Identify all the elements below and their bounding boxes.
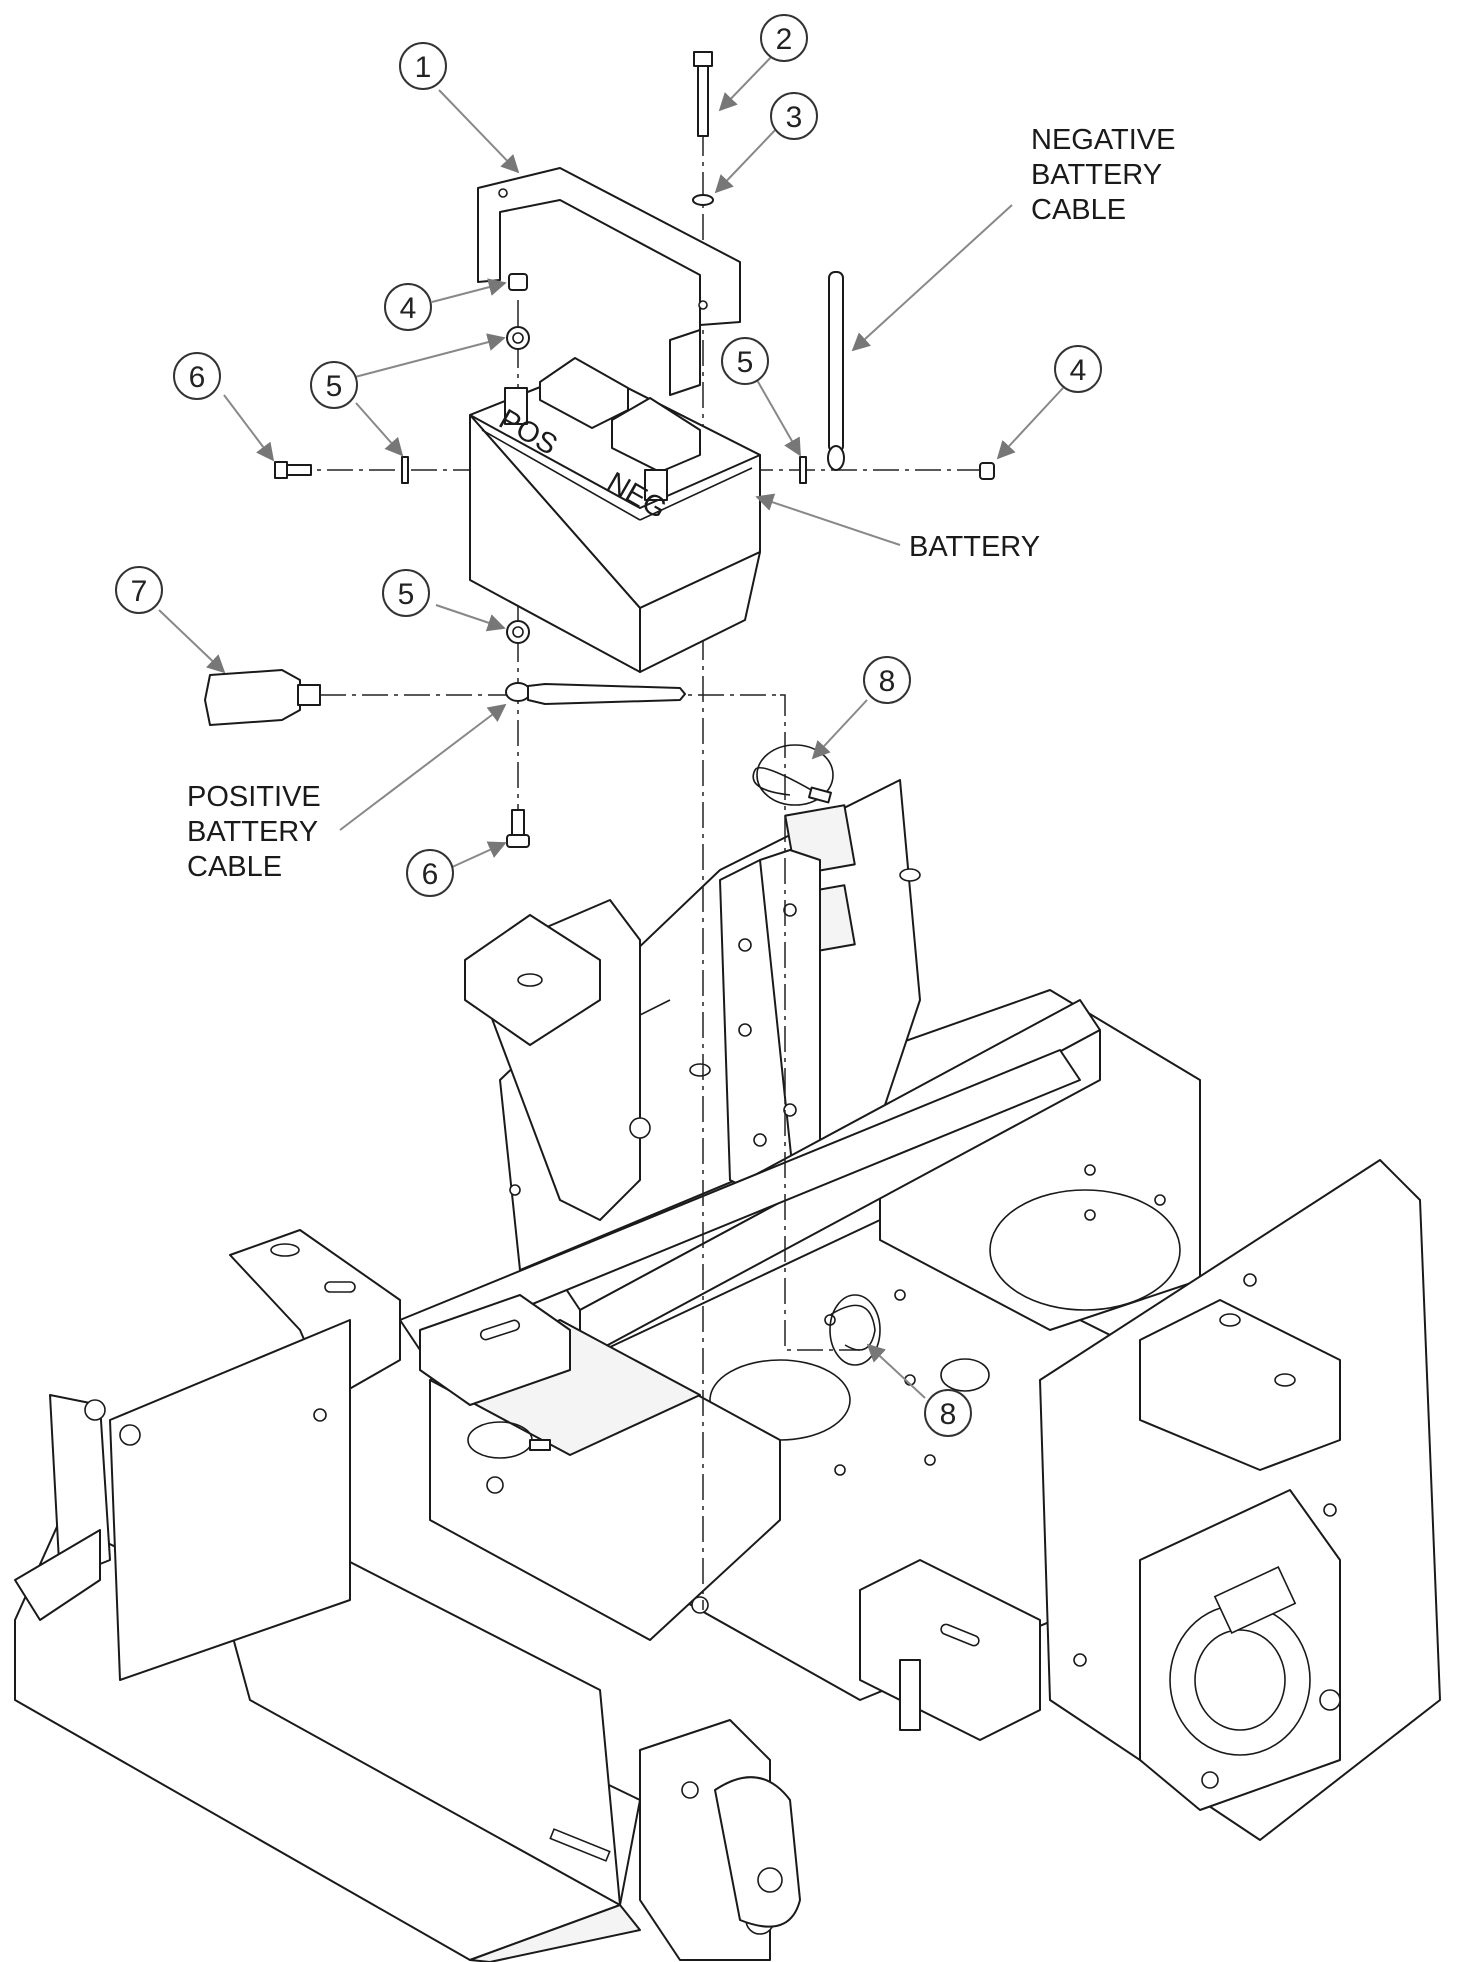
- callout-4-left: 4: [384, 283, 432, 331]
- hold-down-bolt: [693, 51, 713, 137]
- battery-hold-down-bracket: [477, 167, 741, 396]
- svg-text:6: 6: [422, 858, 439, 891]
- callout-2: 2: [760, 14, 808, 62]
- svg-text:8: 8: [879, 665, 896, 698]
- nut-right: [979, 462, 995, 480]
- positive-cable-label: POSITIVE BATTERY CABLE: [187, 781, 321, 883]
- callout-8-lower: 8: [924, 1389, 972, 1437]
- lock-washer-lower: [506, 620, 530, 644]
- callout-7: 7: [115, 566, 163, 614]
- svg-text:CABLE: CABLE: [1031, 194, 1126, 226]
- svg-text:5: 5: [737, 346, 754, 379]
- nut-upper-left: [508, 273, 528, 291]
- svg-text:NEGATIVE: NEGATIVE: [1031, 124, 1176, 156]
- svg-text:BATTERY: BATTERY: [187, 816, 318, 848]
- svg-text:POSITIVE: POSITIVE: [187, 781, 321, 813]
- callout-5-lower: 5: [382, 569, 430, 617]
- chassis-frame: [14, 779, 1441, 1962]
- svg-text:1: 1: [415, 51, 432, 84]
- cable-tie-upper: [752, 744, 834, 806]
- callout-5-right: 5: [721, 337, 769, 385]
- svg-text:2: 2: [776, 23, 793, 56]
- cable-tie-lower: [829, 1294, 881, 1366]
- svg-text:8: 8: [940, 1398, 957, 1431]
- battery-label: BATTERY: [909, 531, 1040, 563]
- screw-lower: [506, 809, 530, 848]
- svg-text:7: 7: [131, 575, 148, 608]
- cable-tie-tray: [467, 1421, 551, 1459]
- callout-6-lower: 6: [406, 849, 454, 897]
- callout-3: 3: [770, 92, 818, 140]
- svg-text:4: 4: [1070, 354, 1087, 387]
- battery: POS NEG: [469, 357, 761, 673]
- svg-text:6: 6: [189, 361, 206, 394]
- positive-battery-cable: [505, 682, 686, 705]
- terminal-boot: [204, 669, 321, 726]
- callout-8-upper: 8: [863, 656, 911, 704]
- callout-1: 1: [399, 42, 447, 90]
- negative-battery-cable: [827, 271, 845, 471]
- leader-lines: [158, 51, 1064, 1399]
- callout-6-left: 6: [173, 352, 221, 400]
- negative-cable-label: NEGATIVE BATTERY CABLE: [1031, 124, 1176, 226]
- callout-4-right: 4: [1054, 345, 1102, 393]
- svg-text:5: 5: [326, 370, 343, 403]
- lock-washer-left: [401, 456, 409, 484]
- lock-washer-upper: [506, 326, 530, 350]
- washer: [692, 194, 714, 206]
- svg-text:5: 5: [398, 578, 415, 611]
- svg-text:BATTERY: BATTERY: [1031, 159, 1162, 191]
- screw-left: [274, 461, 312, 479]
- callout-5-left: 5: [310, 361, 358, 409]
- svg-text:3: 3: [786, 101, 803, 134]
- svg-text:CABLE: CABLE: [187, 851, 282, 883]
- lock-washer-right: [799, 456, 807, 484]
- svg-text:BATTERY: BATTERY: [909, 531, 1040, 563]
- svg-text:4: 4: [400, 292, 417, 325]
